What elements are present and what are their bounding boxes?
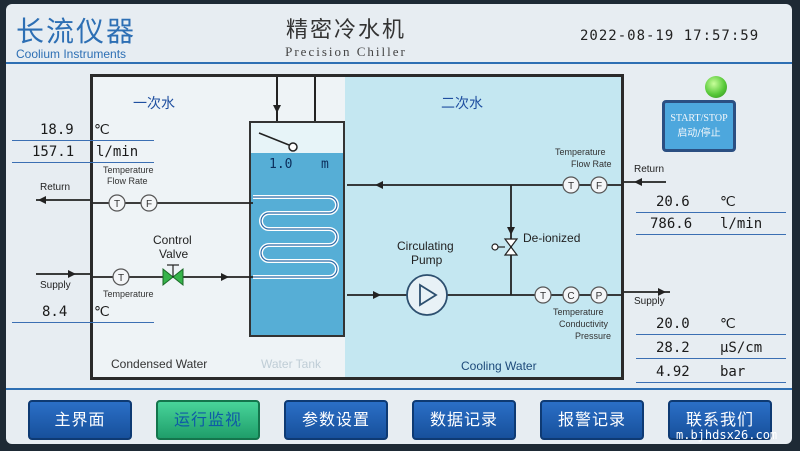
status-led-icon <box>705 76 727 98</box>
return-flow-unit: l/min <box>720 216 763 232</box>
svg-text:P: P <box>596 291 603 302</box>
control-valve-label-2: Valve <box>159 247 189 261</box>
primary-flow-value: 157.1 <box>32 144 75 160</box>
pressure-unit: bar <box>720 364 746 380</box>
sensor-t-right-return: T <box>562 176 580 194</box>
start-stop-button[interactable]: START/STOP 启动/停止 <box>662 100 736 152</box>
brand-logo: 长流仪器 Coolium Instruments <box>16 10 136 61</box>
supply-temp-unit: ℃ <box>720 316 736 332</box>
right-tcp-label-1: Temperature <box>553 307 604 317</box>
datetime-display: 2022-08-19 17:57:59 <box>580 28 760 44</box>
conductivity-value: 28.2 <box>656 340 690 356</box>
right-supply-label: Supply <box>634 296 665 307</box>
right-return-label: Return <box>634 164 665 175</box>
nav-parameter-settings[interactable]: 参数设置 <box>284 400 388 440</box>
header-divider <box>6 62 792 64</box>
process-diagram: T F T T F T C <box>90 74 624 380</box>
left-return-label: Return <box>40 182 71 193</box>
cooling-water-label: Cooling Water <box>461 359 537 373</box>
sensor-layer: T F T T F T C <box>108 176 608 304</box>
return-temp-underline <box>636 212 786 213</box>
sensor-f-left-return: F <box>140 194 158 212</box>
watermark: m.bjhdsx26.com <box>676 428 778 442</box>
tank-level-value: 1.0 <box>269 157 293 172</box>
sensor-t-left-return: T <box>108 194 126 212</box>
sensor-p-right-supply: P <box>590 286 608 304</box>
sensor-c-right-supply: C <box>562 286 580 304</box>
return-flow-value: 786.6 <box>650 216 693 232</box>
svg-text:C: C <box>567 291 574 302</box>
svg-text:T: T <box>568 181 574 192</box>
primary-supply-underline <box>12 322 154 323</box>
start-stop-label-en: START/STOP <box>670 113 728 124</box>
secondary-water-label: 二次水 <box>441 96 483 112</box>
hmi-screen: 长流仪器 Coolium Instruments 精密冷水机 Precision… <box>6 4 792 444</box>
primary-supply-temp-value: 8.4 <box>42 304 68 320</box>
left-flow-label: Flow Rate <box>107 176 148 186</box>
title-cn: 精密冷水机 <box>285 18 406 43</box>
title-en: Precision Chiller <box>285 44 407 59</box>
control-valve-label-1: Control <box>153 233 192 247</box>
right-tcp-label-3: Pressure <box>575 331 612 341</box>
left-temp-label: Temperature <box>103 165 154 175</box>
right-flow-label: Flow Rate <box>571 159 612 169</box>
primary-water-label: 一次水 <box>133 96 175 112</box>
pressure-value: 4.92 <box>656 364 690 380</box>
nav-run-monitor[interactable]: 运行监视 <box>156 400 260 440</box>
return-temp-value: 20.6 <box>656 194 690 210</box>
svg-text:T: T <box>540 291 546 302</box>
sensor-f-right-return: F <box>590 176 608 194</box>
sensor-t-right-supply: T <box>534 286 552 304</box>
svg-text:T: T <box>118 273 124 284</box>
supply-temp-value: 20.0 <box>656 316 690 332</box>
primary-temp-underline <box>12 140 154 141</box>
primary-supply-temp-unit: ℃ <box>94 304 110 320</box>
tank-level-unit: m <box>321 157 329 172</box>
pump-label-2: Pump <box>411 253 443 267</box>
right-tcp-label-2: Conductivity <box>559 319 609 329</box>
primary-flow-underline <box>12 162 154 163</box>
primary-temp-value: 18.9 <box>40 122 74 138</box>
primary-temp-unit: ℃ <box>94 122 110 138</box>
brand-name-en: Coolium Instruments <box>16 47 127 61</box>
brand-name-cn: 长流仪器 <box>16 15 137 48</box>
nav-data-records[interactable]: 数据记录 <box>412 400 516 440</box>
svg-text:F: F <box>596 181 602 192</box>
cooling-water-section <box>345 77 621 377</box>
water-tank-label: Water Tank <box>261 357 322 371</box>
nav-main-screen[interactable]: 主界面 <box>28 400 132 440</box>
condensed-water-label: Condensed Water <box>111 357 208 371</box>
sensor-t-left-supply: T <box>112 268 130 286</box>
primary-flow-unit: l/min <box>96 144 139 160</box>
bottom-nav: 主界面 运行监视 参数设置 数据记录 报警记录 联系我们 <box>6 394 792 444</box>
return-flow-underline <box>636 234 786 235</box>
supply-temp-underline <box>636 334 786 335</box>
conductivity-underline <box>636 358 786 359</box>
deionized-label: De-ionized <box>523 231 581 245</box>
svg-text:T: T <box>114 199 120 210</box>
left-supply-label: Supply <box>40 280 71 291</box>
pump-label-1: Circulating <box>397 239 454 253</box>
nav-alarm-records[interactable]: 报警记录 <box>540 400 644 440</box>
right-temp-label: Temperature <box>555 147 606 157</box>
start-stop-label-cn: 启动/停止 <box>677 128 721 139</box>
left-supply-temp-label: Temperature <box>103 289 154 299</box>
svg-text:F: F <box>146 199 152 210</box>
conductivity-unit: μS/cm <box>720 340 763 356</box>
nav-contact-us[interactable]: 联系我们 <box>668 400 772 440</box>
pressure-underline <box>636 382 786 383</box>
page-title: 精密冷水机 Precision Chiller <box>261 12 431 60</box>
return-temp-unit: ℃ <box>720 194 736 210</box>
footer-divider <box>6 388 792 390</box>
